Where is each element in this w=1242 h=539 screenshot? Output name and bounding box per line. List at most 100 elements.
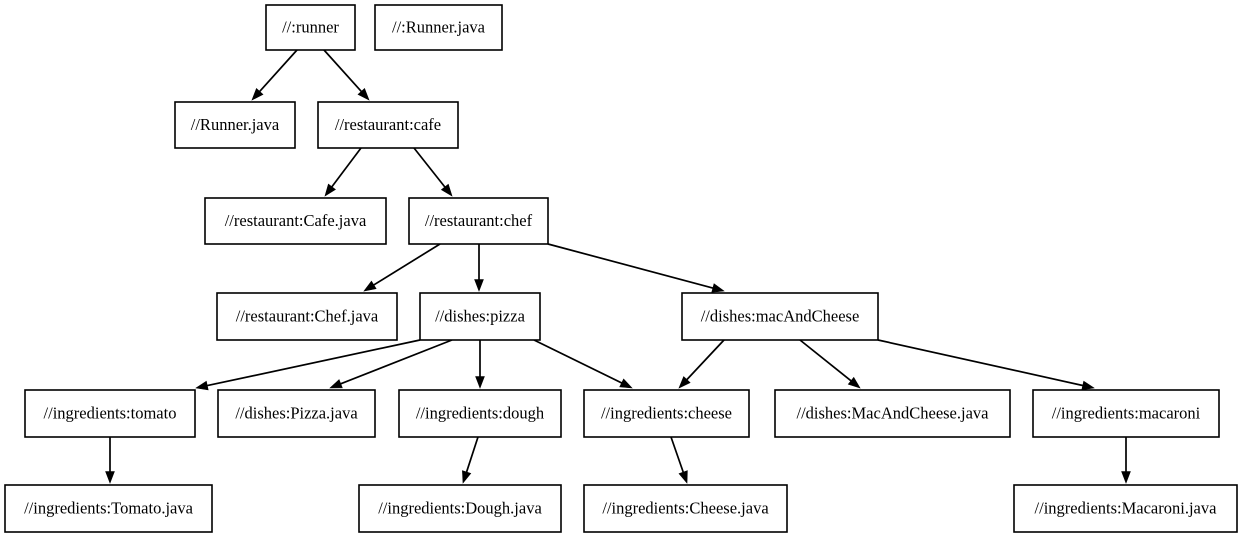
node-label: //ingredients:cheese	[601, 403, 732, 422]
node-box[interactable]	[583, 389, 750, 438]
graph-edge	[877, 339, 1095, 391]
edge-arrowhead	[1121, 471, 1131, 484]
graph-edge	[363, 243, 441, 292]
node-label: //ingredients:Dough.java	[378, 498, 542, 517]
node-box[interactable]	[1013, 484, 1238, 533]
graph-node-macandcheese_java[interactable]: //dishes:MacAndCheese.java	[774, 389, 1011, 438]
graph-node-chef[interactable]: //restaurant:chef	[408, 197, 549, 245]
graph-edge	[323, 49, 370, 101]
graph-edge	[195, 339, 421, 391]
graph-edge	[474, 244, 484, 292]
edge-line	[413, 147, 446, 188]
node-box[interactable]	[1032, 389, 1220, 438]
node-box[interactable]	[374, 4, 503, 51]
graph-node-runner[interactable]: //:runner	[265, 4, 356, 51]
graph-edge	[475, 340, 485, 389]
node-box[interactable]	[774, 389, 1011, 438]
node-label: //ingredients:macaroni	[1052, 403, 1201, 422]
graph-edges-layer	[105, 49, 1131, 484]
edge-arrowhead	[847, 376, 861, 389]
graph-node-root_runner_java[interactable]: //:Runner.java	[374, 4, 503, 51]
graph-node-pizza[interactable]: //dishes:pizza	[419, 292, 541, 341]
edge-line	[207, 339, 421, 387]
graph-edge	[670, 436, 688, 484]
node-label: //ingredients:tomato	[44, 403, 177, 422]
graph-edge	[105, 437, 115, 484]
edge-arrowhead	[678, 470, 688, 484]
node-label: //restaurant:Cafe.java	[225, 211, 367, 230]
graph-node-macaroni[interactable]: //ingredients:macaroni	[1032, 389, 1220, 438]
graph-node-chef_java[interactable]: //restaurant:Chef.java	[216, 292, 398, 341]
node-label: //ingredients:Macaroni.java	[1035, 498, 1218, 517]
node-box[interactable]	[358, 484, 562, 533]
graph-node-cheese_java[interactable]: //ingredients:Cheese.java	[583, 484, 788, 533]
node-box[interactable]	[204, 197, 387, 245]
graph-node-dough[interactable]: //ingredients:dough	[398, 389, 562, 438]
node-label: //dishes:Pizza.java	[235, 403, 358, 422]
edge-arrowhead	[474, 279, 484, 292]
edge-line	[686, 339, 725, 381]
node-label: //dishes:macAndCheese	[701, 306, 860, 325]
node-box[interactable]	[265, 4, 356, 51]
node-box[interactable]	[216, 292, 398, 341]
edge-arrowhead	[251, 87, 264, 101]
edge-arrowhead	[105, 471, 115, 484]
graph-node-cafe_java[interactable]: //restaurant:Cafe.java	[204, 197, 387, 245]
graph-node-macandcheese[interactable]: //dishes:macAndCheese	[681, 292, 879, 341]
graph-node-runner_java[interactable]: //Runner.java	[174, 101, 296, 149]
edge-arrowhead	[329, 379, 343, 389]
node-box[interactable]	[408, 197, 549, 245]
node-box[interactable]	[174, 101, 296, 149]
node-label: //ingredients:Tomato.java	[24, 498, 194, 517]
edge-line	[533, 339, 623, 384]
node-box[interactable]	[4, 484, 213, 533]
edge-arrowhead	[619, 378, 633, 389]
edge-line	[323, 49, 362, 93]
edge-line	[670, 436, 685, 473]
edge-line	[331, 147, 362, 188]
graph-node-dough_java[interactable]: //ingredients:Dough.java	[358, 484, 562, 533]
graph-edge	[251, 49, 298, 101]
graph-node-cafe[interactable]: //restaurant:cafe	[317, 101, 459, 149]
node-box[interactable]	[681, 292, 879, 341]
graph-node-cheese[interactable]: //ingredients:cheese	[583, 389, 750, 438]
graph-edge	[413, 147, 453, 197]
graph-edge	[799, 339, 861, 389]
node-label: //ingredients:dough	[416, 403, 545, 422]
graph-nodes-layer: //:runner //:Runner.java //Runner.java //re…	[4, 4, 1238, 533]
graph-edge	[533, 339, 633, 389]
graph-edge	[462, 436, 479, 484]
edge-arrowhead	[195, 380, 209, 391]
node-label: //dishes:pizza	[435, 306, 525, 325]
graph-edge	[1121, 437, 1131, 484]
edge-arrowhead	[475, 376, 485, 389]
node-box[interactable]	[398, 389, 562, 438]
edge-arrowhead	[324, 183, 336, 197]
graph-edge	[329, 339, 453, 389]
node-label: //:Runner.java	[392, 17, 486, 36]
node-box[interactable]	[419, 292, 541, 341]
node-label: //restaurant:cafe	[335, 115, 441, 134]
node-label: //dishes:MacAndCheese.java	[797, 403, 990, 422]
node-box[interactable]	[317, 101, 459, 149]
edge-line	[340, 339, 453, 385]
graph-node-macaroni_java[interactable]: //ingredients:Macaroni.java	[1013, 484, 1238, 533]
graph-edge	[547, 243, 725, 293]
edge-arrowhead	[711, 283, 725, 293]
edge-arrowhead	[678, 376, 691, 389]
edge-arrowhead	[357, 87, 370, 101]
graph-edge	[324, 147, 362, 197]
node-box[interactable]	[583, 484, 788, 533]
graph-node-pizza_java[interactable]: //dishes:Pizza.java	[217, 389, 376, 438]
node-box[interactable]	[24, 389, 196, 438]
edge-line	[373, 243, 441, 286]
edge-arrowhead	[1081, 380, 1095, 391]
node-box[interactable]	[217, 389, 376, 438]
graph-node-tomato_java[interactable]: //ingredients:Tomato.java	[4, 484, 213, 533]
edge-arrowhead	[440, 183, 453, 197]
edge-line	[547, 243, 714, 289]
graph-node-tomato[interactable]: //ingredients:tomato	[24, 389, 196, 438]
edge-line	[259, 49, 298, 93]
node-label: //Runner.java	[191, 115, 280, 134]
